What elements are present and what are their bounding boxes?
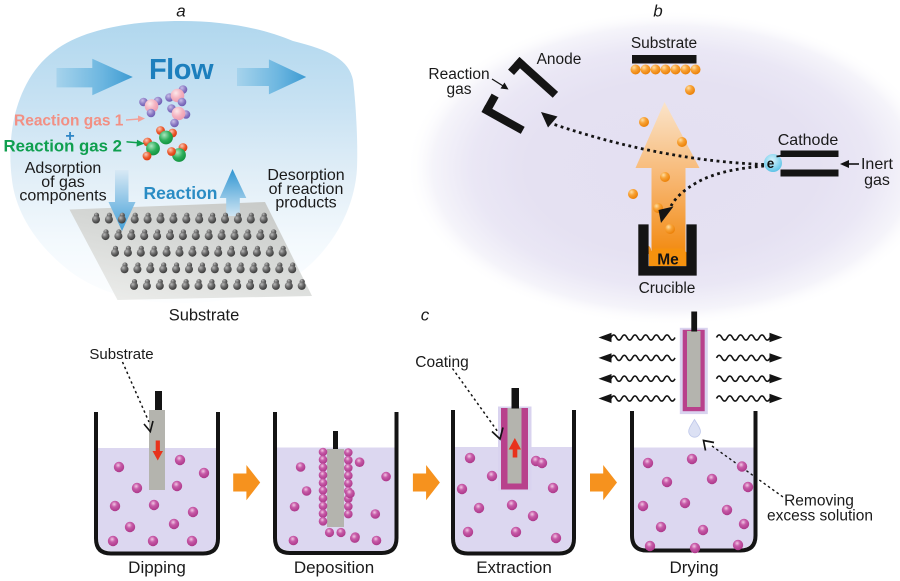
svg-text:a: a <box>176 2 185 21</box>
svg-text:Reaction: Reaction <box>144 183 218 203</box>
svg-text:Flow: Flow <box>149 54 214 86</box>
svg-text:Substrate: Substrate <box>169 307 240 325</box>
svg-text:Drying: Drying <box>669 558 718 577</box>
svg-text:Reaction gas 2: Reaction gas 2 <box>4 137 122 156</box>
svg-text:e: e <box>767 156 775 171</box>
svg-text:gas: gas <box>447 81 472 98</box>
svg-text:of gas: of gas <box>41 174 85 191</box>
svg-text:Crucible: Crucible <box>639 280 696 297</box>
svg-text:Substrate: Substrate <box>631 35 697 52</box>
svg-text:Me: Me <box>657 252 679 269</box>
svg-text:gas: gas <box>864 172 890 189</box>
svg-text:Coating: Coating <box>415 354 468 371</box>
svg-text:b: b <box>653 2 662 21</box>
svg-text:Removing: Removing <box>784 493 854 510</box>
svg-text:Reaction: Reaction <box>428 66 489 83</box>
svg-text:Deposition: Deposition <box>294 558 374 577</box>
svg-text:c: c <box>421 306 430 325</box>
svg-text:excess solution: excess solution <box>767 508 873 525</box>
svg-text:Anode: Anode <box>537 51 582 68</box>
svg-text:Substrate: Substrate <box>89 346 153 363</box>
svg-text:products: products <box>275 195 336 212</box>
svg-text:Desorption: Desorption <box>267 167 344 184</box>
svg-text:of reaction: of reaction <box>269 181 344 198</box>
svg-text:components: components <box>19 188 106 205</box>
svg-text:Adsorption: Adsorption <box>25 160 102 177</box>
svg-text:Cathode: Cathode <box>778 132 839 149</box>
svg-text:Reaction gas 1: Reaction gas 1 <box>14 113 124 130</box>
svg-text:Extraction: Extraction <box>476 558 552 577</box>
svg-text:+: + <box>65 128 74 145</box>
svg-text:Dipping: Dipping <box>128 558 186 577</box>
svg-text:Inert: Inert <box>861 156 894 173</box>
